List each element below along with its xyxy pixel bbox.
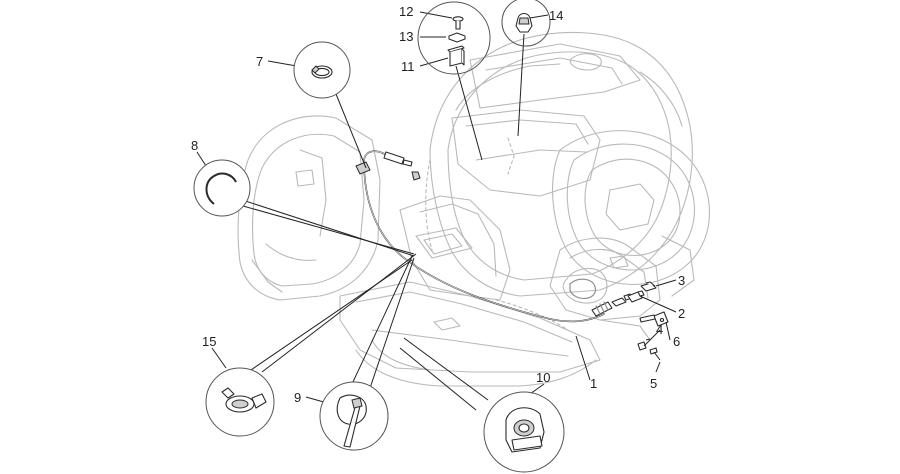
- part-14-clip: [515, 12, 533, 33]
- label-3: 3: [678, 273, 685, 288]
- label-5: 5: [650, 376, 657, 391]
- callout-part-10: [483, 391, 565, 473]
- callout-part-9: [319, 381, 389, 451]
- part-12-screw: [452, 16, 464, 30]
- label-10: 10: [536, 370, 550, 385]
- part-10-clamp: [505, 407, 545, 453]
- label-15: 15: [202, 334, 216, 349]
- label-6: 6: [673, 334, 680, 349]
- part-number-labels: 12 13 11 14 7 8 3 2 4 6 5 1 10 15 9: [191, 4, 685, 405]
- label-1: 1: [590, 376, 597, 391]
- part-4-bolt: [637, 338, 651, 351]
- part-6-bracket: [639, 311, 669, 327]
- label-9: 9: [294, 390, 301, 405]
- scooter-body-outline: [237, 31, 711, 387]
- part-15-clip: [221, 387, 267, 413]
- part-5-screw: [649, 347, 661, 361]
- part-8-ring: [205, 172, 237, 205]
- leader-lines: [196, 11, 677, 411]
- callout-part-12-13-11: [417, 1, 491, 75]
- callout-part-15: [205, 367, 275, 437]
- throttle-cable: [355, 150, 633, 323]
- label-12: 12: [399, 4, 413, 19]
- label-8: 8: [191, 138, 198, 153]
- label-14: 14: [549, 8, 563, 23]
- part-9-cable-tie: [336, 394, 367, 448]
- callout-part-14: [501, 0, 551, 47]
- part-3-nut: [640, 281, 657, 292]
- label-7: 7: [256, 54, 263, 69]
- part-11-bracket: [447, 45, 465, 67]
- part-2-adjuster: [627, 290, 645, 303]
- part-7-clamp: [311, 65, 333, 79]
- label-2: 2: [678, 306, 685, 321]
- label-11: 11: [401, 59, 415, 74]
- callout-part-8: [193, 159, 251, 217]
- label-13: 13: [399, 29, 413, 44]
- label-4: 4: [656, 322, 663, 337]
- part-13-nut: [448, 32, 466, 43]
- callout-part-7: [293, 41, 351, 99]
